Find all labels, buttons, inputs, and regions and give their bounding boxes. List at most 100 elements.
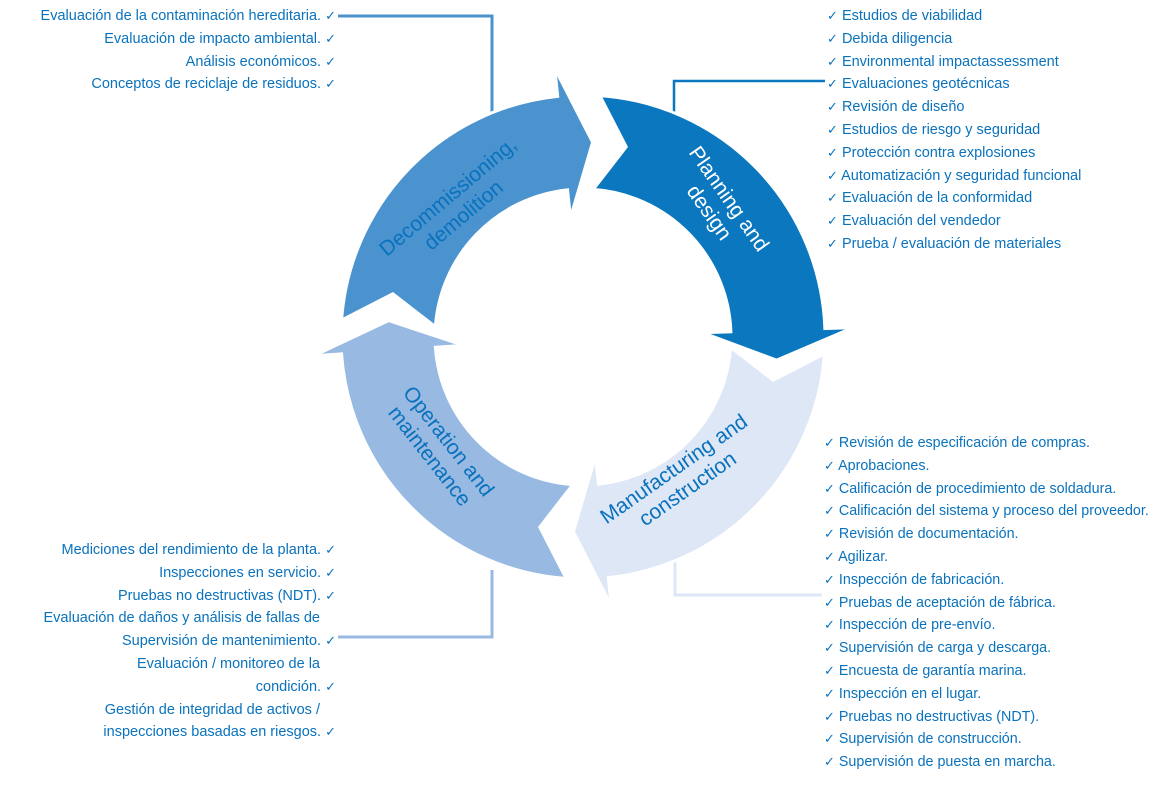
list-item: ✓ Supervisión de puesta en marcha. [824, 751, 1149, 774]
check-icon: ✓ [824, 548, 835, 564]
list-item: ✓ Inspección de pre-envío. [824, 614, 1149, 637]
list-item: Evaluación de la contaminación hereditar… [41, 5, 336, 28]
check-icon: ✓ [827, 53, 838, 69]
list-item-text: Mediciones del rendimiento de la planta. [61, 542, 322, 558]
check-icon: ✓ [824, 617, 835, 633]
list-item: ✓ Automatización y seguridad funcional [827, 165, 1081, 188]
list-item-text: Análisis económicos. [185, 53, 322, 70]
list-item: Inspecciones en servicio. ✓ [44, 562, 336, 585]
list-item-text: Evaluación del vendedor [841, 213, 1001, 230]
list-item-text: Revisión de diseño [841, 99, 965, 116]
check-icon: ✓ [827, 213, 838, 229]
list-item-text: Evaluación de daños y análisis de fallas… [43, 610, 320, 627]
check-icon: ✓ [827, 235, 838, 251]
list-item: ✓ Pruebas de aceptación de fábrica. [824, 592, 1149, 615]
list-item: ✓ Environmental impactassessment [827, 51, 1081, 74]
list-item-text: Estudios de viabilidad [841, 8, 983, 24]
check-icon: ✓ [325, 564, 336, 580]
list-item-text: Revisión de documentación. [838, 526, 1019, 543]
list-item: ✓ Pruebas no destructivas (NDT). [824, 706, 1149, 729]
list-item: ✓ Supervisión de construcción. [824, 728, 1149, 751]
list-item-text: Inspecciones en servicio. [159, 564, 322, 581]
list-item: ✓ Inspección en el lugar. [824, 683, 1149, 706]
list-item-text: Calificación de procedimiento de soldadu… [838, 480, 1117, 497]
list-item-text: Aprobaciones. [838, 457, 930, 474]
list-item: Pruebas no destructivas (NDT). ✓ [44, 585, 336, 608]
list-item: condición. ✓ [44, 676, 336, 699]
check-icon: ✓ [827, 167, 838, 183]
check-icon: ✓ [824, 594, 835, 610]
list-item-text: Inspección en el lugar. [838, 685, 982, 702]
list-item: ✓ Calificación del sistema y proceso del… [824, 500, 1149, 523]
check-icon: ✓ [827, 76, 838, 92]
check-icon: ✓ [325, 633, 336, 649]
stage-arrow-planning [590, 93, 854, 362]
list-item-text: Evaluaciones geotécnicas [841, 76, 1010, 93]
stage-arrow-manufacturing [571, 344, 827, 607]
check-icon: ✓ [827, 144, 838, 160]
list-item-text: Pruebas no destructivas (NDT). [838, 708, 1040, 725]
list-item: ✓ Agilizar. [824, 546, 1149, 569]
manufacturing-services-list: ✓ Revisión de especificación de compras.… [824, 432, 1149, 774]
list-item-text: Inspección de fabricación. [838, 571, 1005, 588]
list-item: ✓ Calificación de procedimiento de solda… [824, 478, 1149, 501]
list-item: Análisis económicos. ✓ [41, 51, 336, 74]
check-icon: ✓ [325, 724, 336, 740]
list-item: ✓ Revisión de especificación de compras. [824, 432, 1149, 455]
check-icon: ✓ [824, 708, 835, 724]
list-item-text: Estudios de riesgo y seguridad [841, 121, 1041, 138]
list-item-text: Calificación del sistema y proceso del p… [838, 503, 1149, 520]
planning-services-list: ✓ Estudios de viabilidad ✓ Debida diligen… [827, 5, 1081, 256]
list-item-text: Protección contra explosiones [841, 144, 1036, 161]
connector-operation [338, 570, 494, 639]
check-icon: ✓ [824, 640, 835, 656]
list-item: ✓ Encuesta de garantía marina. [824, 660, 1149, 683]
list-item: ✓ Revisión de diseño [827, 96, 1081, 119]
check-icon: ✓ [827, 190, 838, 206]
connector-decommissioning [338, 14, 494, 130]
stage-arrow-decommissioning [339, 67, 595, 330]
list-item-text: Environmental impactassessment [841, 53, 1059, 70]
list-item: ✓ Protección contra explosiones [827, 142, 1081, 165]
check-icon: ✓ [824, 435, 835, 450]
list-item: ✓ Aprobaciones. [824, 455, 1149, 478]
list-item: ✓ Evaluación de la conformidad [827, 187, 1081, 210]
list-item: ✓ Evaluaciones geotécnicas [827, 73, 1081, 96]
check-icon: ✓ [827, 99, 838, 115]
list-item: ✓ Debida diligencia [827, 28, 1081, 51]
list-item-text: Supervisión de puesta en marcha. [838, 754, 1056, 771]
list-item-text: Inspección de pre-envío. [838, 617, 996, 634]
list-item-text: Automatización y seguridad funcional [841, 167, 1082, 184]
list-item: Mediciones del rendimiento de la planta.… [44, 539, 337, 562]
list-item-text: inspecciones basadas en riesgos. [103, 724, 322, 741]
check-icon: ✓ [325, 8, 336, 23]
list-item-text: Gestión de integridad de activos / [104, 701, 320, 718]
check-icon: ✓ [824, 731, 835, 747]
check-icon: ✓ [827, 30, 838, 46]
check-icon: ✓ [824, 457, 835, 473]
list-item: Gestión de integridad de activos / [44, 699, 336, 722]
list-item: ✓ Supervisión de carga y descarga. [824, 637, 1149, 660]
check-icon: ✓ [824, 685, 835, 701]
check-icon: ✓ [325, 53, 336, 69]
list-item-text: Evaluación de la contaminación hereditar… [40, 8, 322, 24]
check-icon: ✓ [325, 30, 336, 46]
list-item: ✓ Estudios de riesgo y seguridad [827, 119, 1081, 142]
check-icon: ✓ [827, 121, 838, 137]
check-icon: ✓ [824, 526, 835, 542]
list-item: inspecciones basadas en riesgos. ✓ [44, 721, 336, 744]
check-icon: ✓ [824, 480, 835, 496]
list-item-text: Encuesta de garantía marina. [838, 662, 1027, 679]
list-item: ✓ Revisión de documentación. [824, 523, 1149, 546]
list-item: ✓ Inspección de fabricación. [824, 569, 1149, 592]
connector-manufacturing [673, 560, 822, 597]
list-item: Supervisión de mantenimiento. ✓ [44, 630, 336, 653]
list-item-text: Evaluación de impacto ambiental. [104, 30, 322, 47]
list-item-text: Evaluación de la conformidad [841, 190, 1033, 207]
list-item-text: Evaluación / monitoreo de la [137, 655, 320, 672]
list-item-text: Supervisión de mantenimiento. [121, 633, 322, 650]
list-item: Evaluación de impacto ambiental. ✓ [41, 28, 336, 51]
list-item: Conceptos de reciclaje de residuos. ✓ [41, 73, 336, 96]
list-item: Evaluación / monitoreo de la [44, 653, 336, 676]
